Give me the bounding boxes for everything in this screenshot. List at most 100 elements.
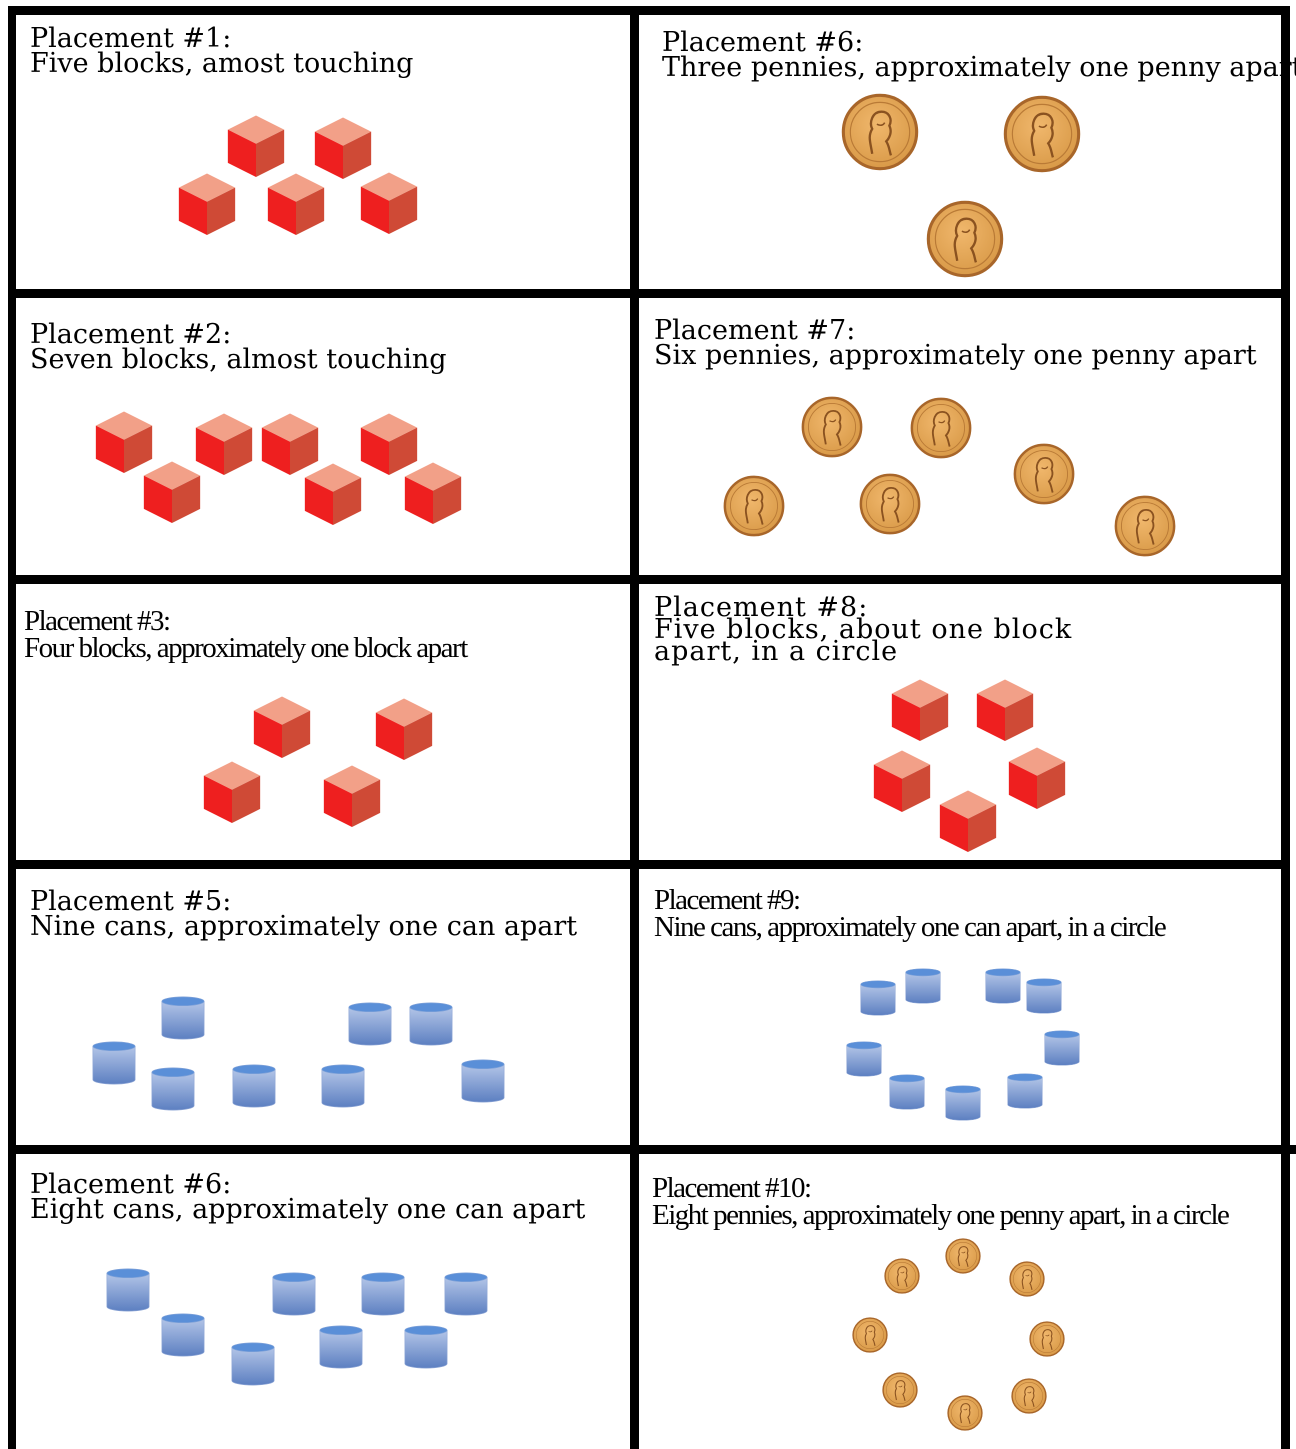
can-item [1007,1058,1043,1124]
block-item [357,170,421,237]
placement-label-p8: Placement #8:Five blocks, about one bloc… [654,592,1072,665]
block-item [250,694,314,761]
penny-item [947,1395,983,1431]
cylinder-can-icon [272,1272,316,1316]
cylinder-can-icon [860,980,896,1016]
can-item [161,1295,205,1375]
can-item [461,1041,505,1121]
cylinder-can-icon [161,1313,205,1357]
block-item [401,460,465,527]
cube-block-icon [375,698,433,760]
can-item [161,978,205,1058]
cube-block-icon [323,765,381,827]
grid-line [630,6,639,1449]
placement-label-p2: Placement #2:Seven blocks, almost touchi… [30,321,447,373]
grid-line [8,575,1290,584]
can-item [272,1254,316,1334]
cube-block-icon [261,413,319,475]
placement-label-p5: Placement #5:Nine cans, approximately on… [30,886,578,942]
placement-description: Four blocks, approximately one block apa… [24,632,468,664]
cylinder-can-icon [319,1325,363,1369]
penny-item [841,93,919,171]
placement-description: Eight pennies, approximately one penny a… [652,1199,1230,1231]
placement-heading: Placement #7: [654,315,856,346]
cube-block-icon [1008,747,1066,809]
placement-label-p6b: Placement #6:Eight cans, approximately o… [30,1171,585,1223]
penny-coin-icon [859,473,921,535]
grid-line [1281,6,1290,1449]
cube-block-icon [314,117,372,179]
cube-block-icon [178,173,236,235]
placement-label-p7: Placement #7:Six pennies, approximately … [654,315,1257,369]
cylinder-can-icon [161,996,205,1040]
cylinder-can-icon [985,968,1021,1004]
cylinder-can-icon [444,1272,488,1316]
block-item [311,115,375,182]
penny-coin-icon [882,1372,918,1408]
penny-coin-icon [1009,1261,1045,1297]
placement-description: Nine cans, approximately one can apart [30,911,578,942]
grid-line [8,6,1290,15]
placement-heading: Placement #8: [654,592,869,623]
cylinder-can-icon [321,1064,365,1108]
block-item [301,461,365,528]
cylinder-can-icon [905,968,941,1004]
grid-line [8,1145,1296,1154]
can-item [985,953,1021,1019]
cube-block-icon [873,750,931,812]
penny-item [882,1372,918,1408]
placement-description: Three pennies, approximately one penny a… [662,52,1296,83]
cube-block-icon [95,411,153,473]
penny-item [723,475,785,537]
can-item [889,1059,925,1125]
penny-coin-icon [1114,495,1176,557]
penny-item [945,1238,981,1274]
cube-block-icon [360,413,418,475]
penny-item [910,397,972,459]
cylinder-can-icon [151,1067,195,1111]
placement-heading: Placement #5: [30,886,232,917]
can-item [409,984,453,1064]
cylinder-can-icon [232,1064,276,1108]
can-item [232,1046,276,1126]
cube-block-icon [253,696,311,758]
placement-label-p10: Placement #10:Eight pennies, approximate… [652,1174,1230,1231]
penny-coin-icon [947,1395,983,1431]
penny-item [926,200,1004,278]
placement-heading: Placement #1: [30,23,232,54]
grid-line [8,860,1290,869]
cylinder-can-icon [361,1272,405,1316]
cylinder-can-icon [1026,978,1062,1014]
cylinder-can-icon [231,1342,275,1386]
can-item [231,1324,275,1404]
can-item [348,984,392,1064]
penny-item [1013,443,1075,505]
penny-item [884,1258,920,1294]
block-item [936,788,1000,855]
penny-item [801,396,863,458]
cylinder-can-icon [92,1041,136,1085]
cube-block-icon [304,463,362,525]
penny-coin-icon [945,1238,981,1274]
can-item [444,1254,488,1334]
cube-block-icon [143,461,201,523]
cube-block-icon [227,115,285,177]
cube-block-icon [360,172,418,234]
placement-description: Five blocks, amost touching [30,48,414,79]
can-item [860,965,896,1031]
can-item [1026,963,1062,1029]
cylinder-can-icon [1044,1030,1080,1066]
can-item [404,1307,448,1387]
penny-coin-icon [1013,443,1075,505]
penny-coin-icon [926,200,1004,278]
penny-item [859,473,921,535]
can-item [92,1023,136,1103]
cube-block-icon [404,462,462,524]
cylinder-can-icon [889,1074,925,1110]
block-item [192,411,256,478]
can-item [945,1070,981,1136]
block-item [258,411,322,478]
cylinder-can-icon [1007,1073,1043,1109]
cube-block-icon [195,413,253,475]
